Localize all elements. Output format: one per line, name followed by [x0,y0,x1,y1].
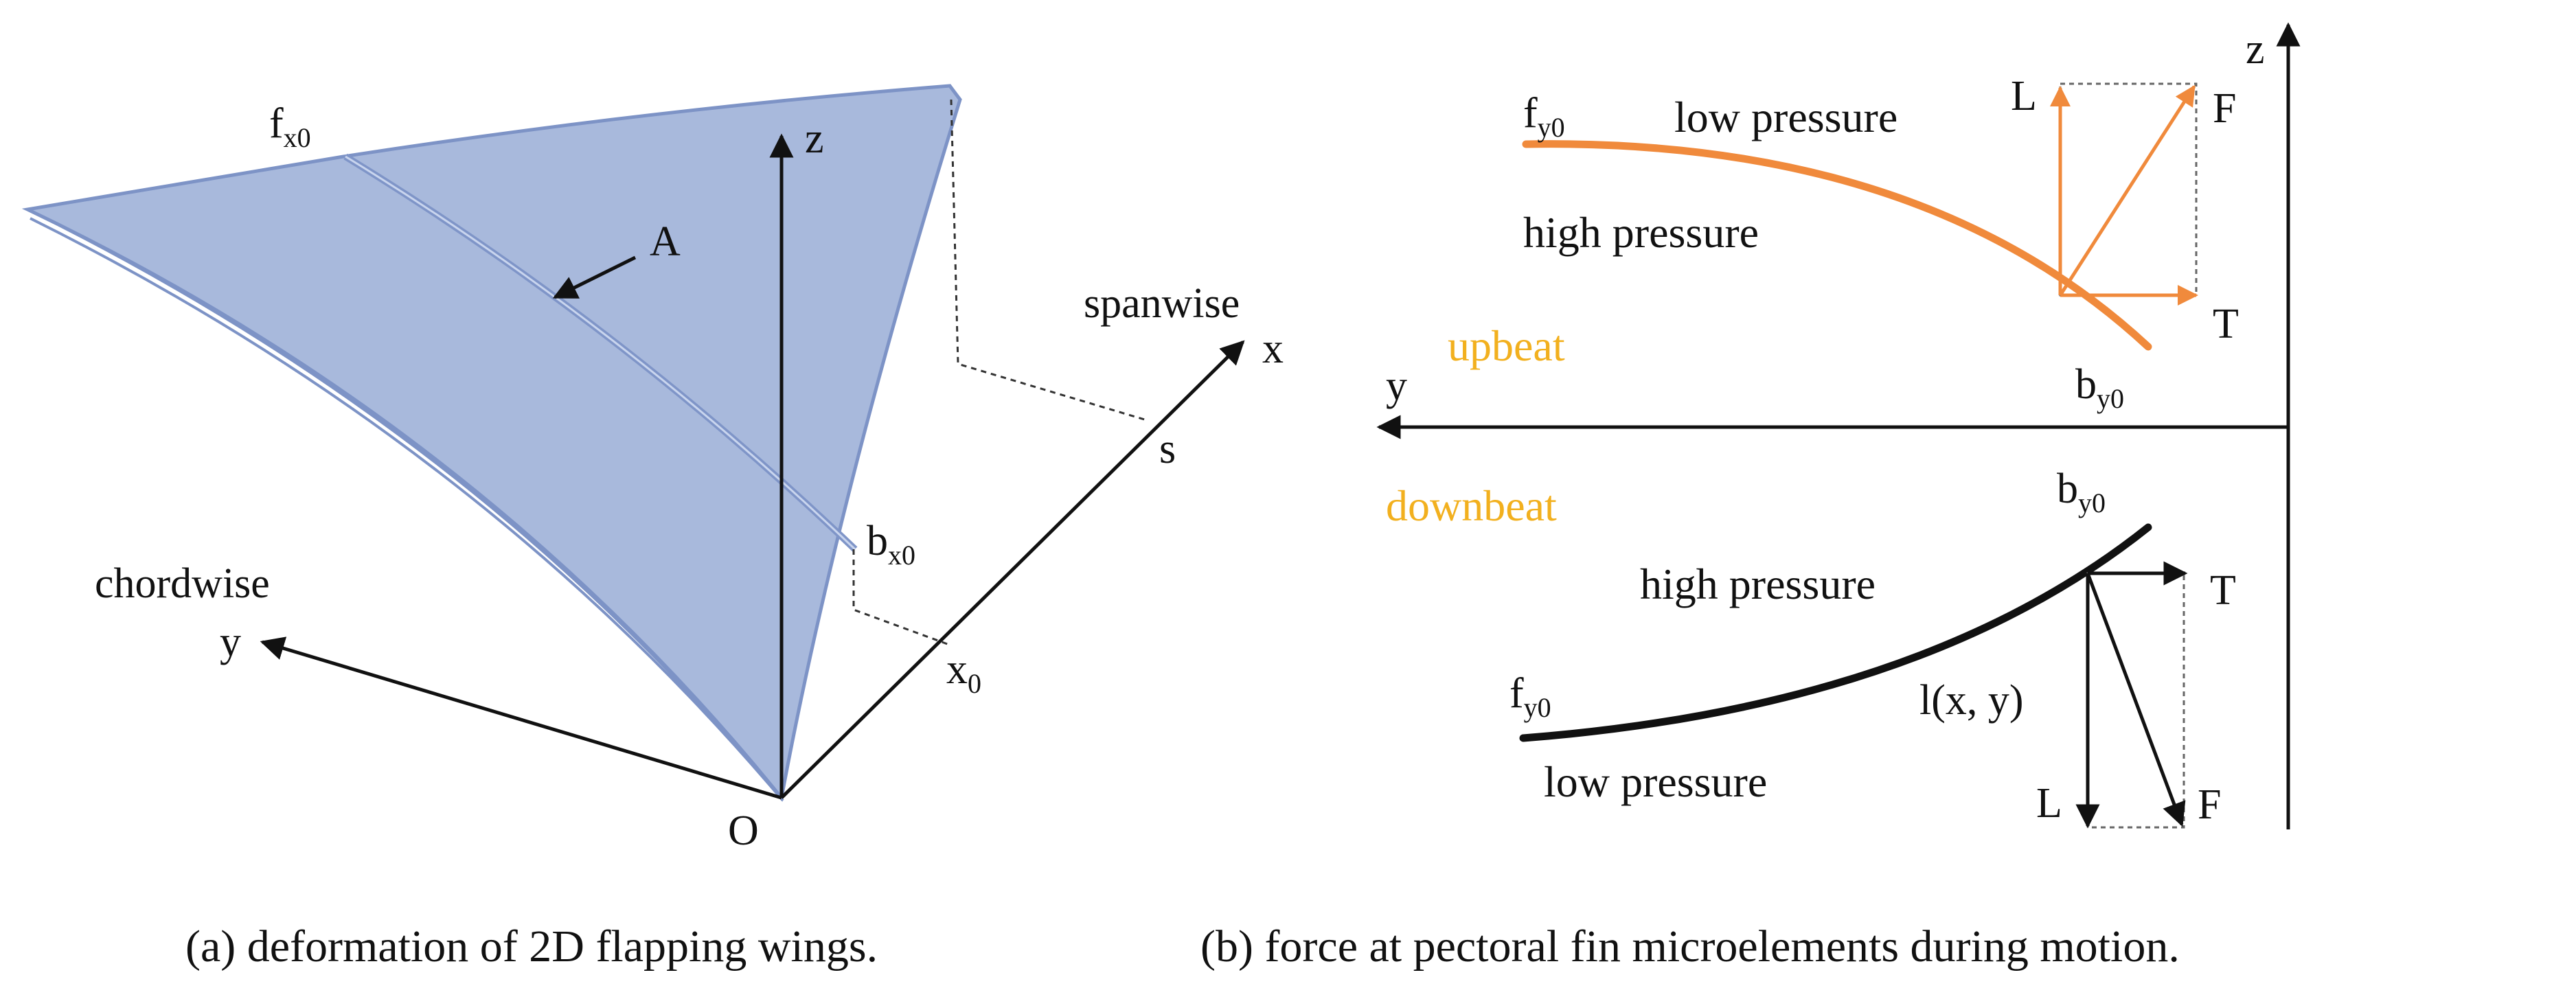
label-s: s [1159,426,1176,472]
caption-b: (b) force at pectoral fin microelements … [1200,921,2180,972]
pointer-a [552,255,637,299]
downbeat-label-t: T [2210,567,2236,614]
wing-surface [21,84,962,802]
upbeat-label-l: L [2011,73,2037,119]
label-f-x0: fx0 [269,100,311,153]
downbeat-group: downbeat by0 high pressure T l(x, y) fy0… [1386,466,2236,829]
downbeat-title: downbeat [1386,481,1557,530]
downbeat-label-l: L [2036,780,2062,827]
label-b-x0: bx0 [867,518,915,571]
wing-edge-thickness [27,208,784,802]
label-y: y [220,619,241,665]
projection-tip [950,99,1148,422]
upbeat-label-f: fy0 [1523,90,1565,143]
wing-crease-highlight [345,155,856,551]
upbeat-force-arrow [2058,84,2196,297]
panel-a: fx0 z A spanwise x s bx0 chordwise y x0 … [21,84,1284,854]
downbeat-high-pressure: high pressure [1640,560,1876,608]
label-x0: x0 [946,646,981,699]
label-origin: O [728,807,759,854]
axis-x [780,340,1245,799]
downbeat-fin-curve [1519,523,2152,742]
label-z-b: z [2246,26,2265,73]
upbeat-label-t: T [2213,301,2239,347]
panel-b: z y fy0 low pressure high pressure L F T… [1376,22,2301,829]
downbeat-label-b: by0 [2057,466,2106,518]
label-spanwise: spanwise [1084,280,1240,327]
upbeat-low-pressure: low pressure [1674,93,1897,141]
downbeat-label-f-force: F [2198,781,2221,828]
upbeat-fin-curve [1522,140,2152,351]
upbeat-label-f-force: F [2213,85,2236,132]
label-chordwise: chordwise [95,560,270,607]
downbeat-force-arrow [2086,573,2186,827]
label-a: A [650,218,681,265]
label-z: z [805,115,824,162]
caption-a: (a) deformation of 2D flapping wings. [185,921,878,972]
downbeat-label-f: fy0 [1509,670,1551,723]
label-y-b: y [1386,363,1407,409]
label-x: x [1262,325,1284,372]
downbeat-low-pressure: low pressure [1544,757,1767,806]
upbeat-group: fy0 low pressure high pressure L F T by0… [1448,73,2239,414]
upbeat-title: upbeat [1448,321,1565,370]
downbeat-label-element: l(x, y) [1919,677,2024,724]
axis-y [260,636,782,800]
upbeat-high-pressure: high pressure [1523,208,1759,257]
upbeat-label-b: by0 [2075,361,2124,414]
